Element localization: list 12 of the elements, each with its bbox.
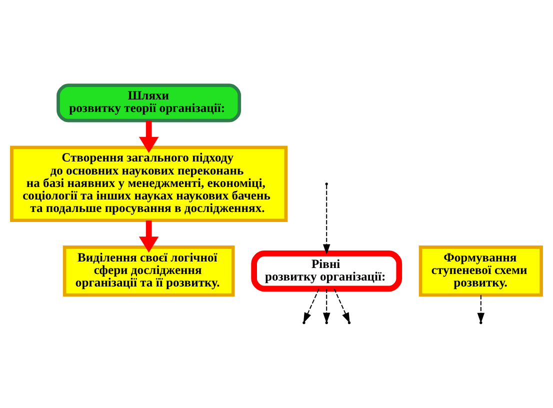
arrow [477, 294, 485, 323]
node-box: Шляхи розвитку теорії організації: [56, 83, 242, 122]
arrow [334, 288, 350, 323]
node-box: Формування ступеневої схеми розвитку. [418, 245, 543, 296]
arrow [138, 120, 159, 152]
arrow [322, 184, 330, 254]
arrow [303, 288, 320, 323]
arrow [138, 220, 159, 252]
arrow [322, 288, 330, 323]
node-box: Виділення своєї логічної сфери дослідження організації та її розвитку. [62, 245, 235, 296]
node-box: Створення загального підходу до основних наукових переконань на базі наявних у менеджменті, економіці, соціології та інших науках наукових бачень та подальше просування в дослідженнях. [10, 145, 288, 222]
node-box: Рівні розвитку організації: [251, 250, 402, 292]
